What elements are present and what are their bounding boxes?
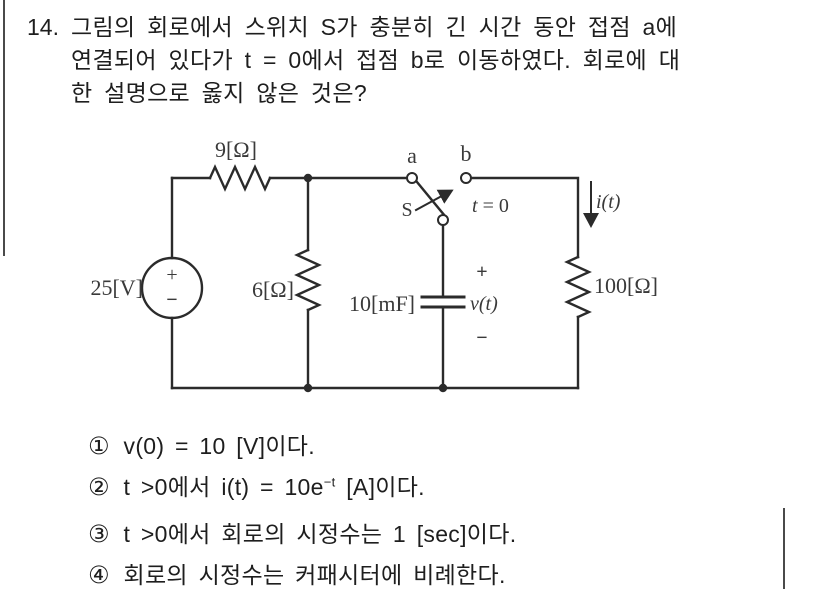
choice-3-text-pre: t >0에서 회로의 시정수는 1 [sec]이다. (123, 521, 517, 547)
choice-1: ① v(0) = 10 [V]이다. (88, 427, 315, 461)
question-number: 14. (27, 14, 59, 40)
label-switch-time-eq: = 0 (483, 195, 509, 217)
label-capacitor-voltage: v(t) (470, 293, 498, 315)
choice-2-text: t >0에서 i(t) = 10e−t [A]이다. (124, 468, 425, 502)
switch-blade (415, 180, 447, 218)
label-switch-time-var: t (472, 195, 478, 217)
choice-2-text-pre: t >0에서 i(t) = 10e (123, 474, 324, 500)
label-switch-s: S (401, 199, 412, 221)
choice-2-text-sup: −t (323, 474, 336, 490)
capacitor-plus-sign: + (476, 261, 487, 283)
source-plus-sign: + (166, 264, 177, 286)
source-minus-sign: − (166, 289, 177, 311)
label-resistor-9ohm: 9[Ω] (215, 137, 257, 162)
switch-pole-contact (437, 214, 449, 226)
label-resistor-100ohm: 100[Ω] (594, 273, 658, 298)
capacitor-minus-sign: − (476, 327, 487, 349)
label-contact-b: b (461, 141, 472, 166)
question-block: 14. 그림의 회로에서 스위치 S가 충분히 긴 시간 동안 접점 a에 연결… (27, 11, 783, 110)
question-line-1: 그림의 회로에서 스위치 S가 충분히 긴 시간 동안 접점 a에 (71, 14, 678, 40)
label-capacitor: 10[mF] (349, 291, 415, 316)
label-voltage-source: 25[V] (90, 275, 143, 300)
node-dot (438, 383, 448, 393)
choice-2-number: ② (88, 474, 110, 501)
column-divider-right (783, 508, 785, 589)
resistor-100ohm (564, 255, 592, 319)
choice-2: ② t >0에서 i(t) = 10e−t [A]이다. (88, 468, 425, 502)
resistor-9ohm (208, 164, 272, 192)
choice-4: ④ 회로의 시정수는 커패시터에 비례한다. (88, 556, 506, 589)
choice-4-text-pre: 회로의 시정수는 커패시터에 비례한다. (123, 562, 506, 588)
resistor-6ohm (294, 248, 322, 312)
node-dot (303, 383, 313, 393)
label-switch-time: t = 0 (472, 195, 509, 217)
label-contact-a: a (407, 143, 417, 168)
wire-top-right (470, 176, 580, 259)
question-text: 그림의 회로에서 스위치 S가 충분히 긴 시간 동안 접점 a에 연결되어 있… (71, 11, 680, 110)
question-line-3: 한 설명으로 옳지 않은 것은? (71, 80, 367, 106)
choice-3-text: t >0에서 회로의 시정수는 1 [sec]이다. (124, 515, 517, 549)
question-line-2: 연결되어 있다가 t = 0에서 접점 b로 이동하였다. 회로에 대 (71, 47, 681, 73)
switch-contact-b (460, 172, 472, 184)
choice-4-number: ④ (88, 562, 110, 589)
choice-1-text-pre: v(0) = 10 [V]이다. (123, 433, 315, 459)
choice-2-text-post: [A]이다. (335, 474, 425, 500)
choice-1-number: ① (88, 433, 110, 460)
choice-1-text: v(0) = 10 [V]이다. (124, 427, 315, 461)
choice-3-number: ③ (88, 521, 110, 548)
switch-motion-arrow (414, 189, 454, 212)
column-divider-left (3, 0, 5, 256)
choice-4-text: 회로의 시정수는 커패시터에 비례한다. (124, 556, 506, 589)
label-resistor-6ohm: 6[Ω] (252, 277, 294, 302)
choice-3: ③ t >0에서 회로의 시정수는 1 [sec]이다. (88, 515, 516, 549)
label-current: i(t) (596, 191, 621, 213)
node-dot (303, 173, 313, 183)
switch-contact-a (406, 172, 418, 184)
